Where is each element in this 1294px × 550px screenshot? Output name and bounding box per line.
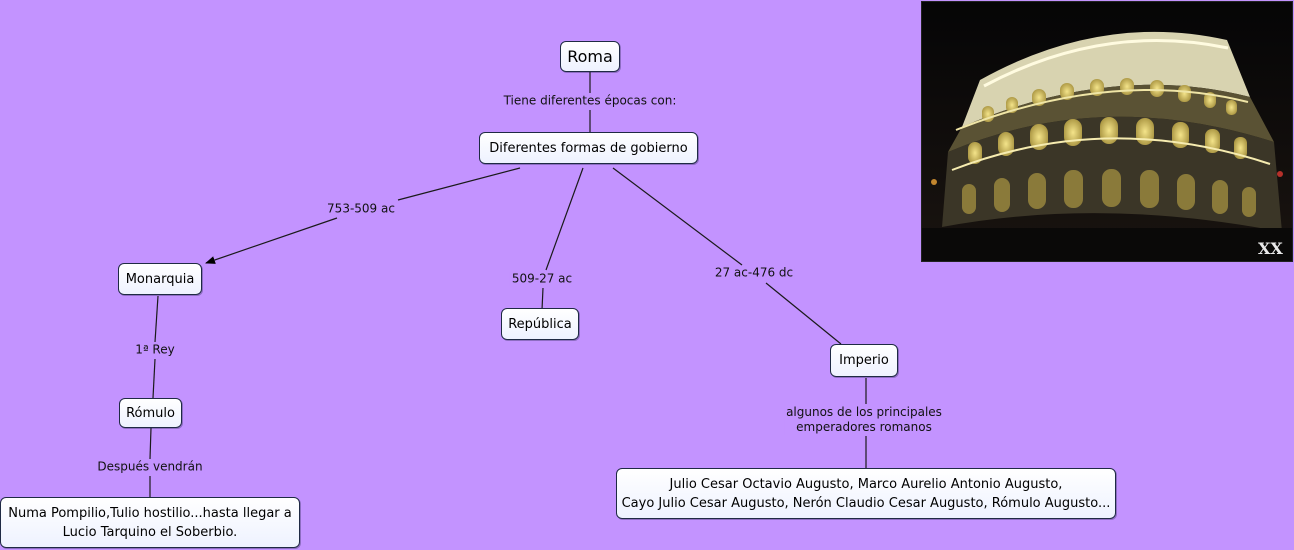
link-gobierno-label-imperio <box>612 167 743 266</box>
node-roma[interactable]: Roma <box>560 41 620 72</box>
node-reyes-posteriores[interactable]: Numa Pompilio,Tulio hostilio...hasta lle… <box>0 497 300 548</box>
link-monarquia-label-rey <box>154 295 159 343</box>
watermark-text: XX <box>1258 239 1283 258</box>
node-emperadores-romanos[interactable]: Julio Cesar Octavio Augusto, Marco Aurel… <box>616 468 1116 519</box>
label-753-509-ac: 753-509 ac <box>325 201 397 217</box>
label-27ac-476dc: 27 ac-476 dc <box>712 265 796 281</box>
link-gobierno-label-republica <box>545 167 584 271</box>
link-romulo-label-despues <box>149 427 152 460</box>
node-diferentes-formas-de-gobierno[interactable]: Diferentes formas de gobierno <box>479 132 698 164</box>
label-despues-vendran: Después vendrán <box>95 459 205 475</box>
link-gobierno-label-monarquia <box>397 167 521 201</box>
node-monarquia[interactable]: Monarquia <box>118 263 202 295</box>
label-509-27-ac: 509-27 ac <box>509 271 575 287</box>
link-label-imperio <box>765 282 842 345</box>
node-republica[interactable]: República <box>501 308 579 340</box>
node-imperio[interactable]: Imperio <box>830 344 898 377</box>
node-romulo[interactable]: Rómulo <box>119 398 182 428</box>
label-tiene-diferentes-epocas: Tiene diferentes épocas con: <box>501 93 679 109</box>
link-label-monarquia <box>205 217 338 264</box>
link-label-republica <box>541 287 544 311</box>
label-primer-rey: 1ª Rey <box>133 342 177 358</box>
link-label-rey-romulo <box>152 358 156 399</box>
label-principales-emperadores: algunos de los principales emperadores r… <box>784 405 944 435</box>
colosseum-photo: XX <box>921 1 1293 262</box>
